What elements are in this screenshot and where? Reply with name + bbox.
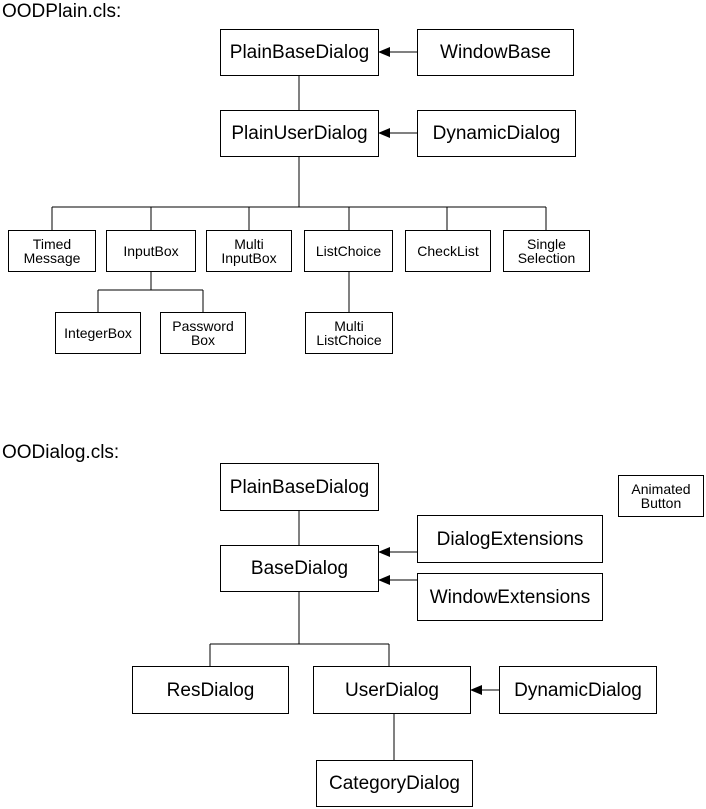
box-label-line2: Button [640, 495, 682, 511]
box-single-selection: Single Selection [503, 230, 590, 272]
section-title-oodplain: OODPlain.cls: [2, 1, 122, 22]
section-title-oodialog: OODialog.cls: [2, 442, 120, 463]
box-input-box: InputBox [106, 230, 196, 272]
box-label-line2: Selection [517, 250, 576, 266]
box-label: WindowExtensions [429, 586, 591, 608]
box-label-line2: Box [190, 332, 216, 348]
box-dynamic-dialog: DynamicDialog [499, 666, 657, 714]
box-label-line1: Password [172, 318, 234, 334]
box-label: CategoryDialog [329, 773, 460, 794]
box-base-dialog: BaseDialog [220, 545, 379, 592]
box-label-line2: InputBox [221, 250, 277, 266]
box-res-dialog: ResDialog [132, 666, 289, 714]
box-label: PlainUserDialog [231, 123, 368, 144]
box-user-dialog: UserDialog [313, 666, 471, 714]
box-label: ListChoice [315, 243, 382, 259]
box-label: WindowBase [440, 42, 551, 63]
box-label: InputBox [123, 243, 179, 259]
box-label: DynamicDialog [432, 123, 561, 144]
box-label-line1: Multi [234, 236, 264, 252]
box-dialog-extensions: DialogExtensions [417, 515, 603, 563]
box-animated-button: Animated Button [618, 475, 704, 517]
box-label: BaseDialog [250, 558, 349, 579]
box-label-line2: ListChoice [316, 332, 382, 348]
box-plain-base-dialog-2: PlainBaseDialog [220, 463, 379, 511]
box-label: DynamicDialog [514, 679, 642, 701]
box-label-line1: Multi [334, 318, 364, 334]
box-label-line2: Message [23, 250, 81, 266]
box-label: CheckList [417, 243, 479, 259]
box-timed-message: Timed Message [8, 230, 96, 272]
box-label: DialogExtensions [436, 528, 584, 550]
box-plain-base-dialog: PlainBaseDialog [220, 29, 379, 76]
box-list-choice: ListChoice [304, 230, 393, 272]
box-password-box: Password Box [160, 312, 246, 354]
box-label: PlainBaseDialog [229, 42, 370, 63]
box-label: IntegerBox [64, 325, 132, 341]
box-multi-list-choice: Multi ListChoice [305, 312, 393, 354]
box-label: PlainBaseDialog [229, 476, 370, 498]
box-label: ResDialog [166, 679, 255, 701]
box-label-line1: Animated [631, 481, 691, 497]
box-window-base: WindowBase [417, 29, 574, 76]
box-label-line1: Timed [32, 236, 72, 252]
box-integer-box: IntegerBox [55, 312, 141, 354]
box-label-line1: Single [527, 236, 566, 252]
box-label: UserDialog [345, 679, 439, 701]
box-category-dialog: CategoryDialog [316, 760, 473, 807]
box-window-extensions: WindowExtensions [417, 573, 603, 621]
box-check-list: CheckList [405, 230, 491, 272]
box-multi-input-box: Multi InputBox [206, 230, 292, 272]
box-dynamic-dialog-plain: DynamicDialog [417, 110, 576, 157]
box-plain-user-dialog: PlainUserDialog [220, 110, 379, 157]
